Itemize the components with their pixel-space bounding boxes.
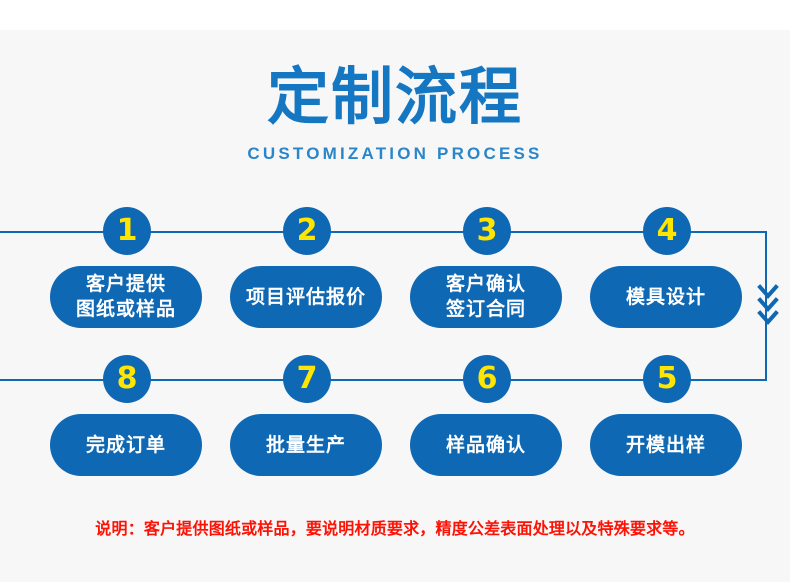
- step-card-5[interactable]: 开模出样: [590, 414, 742, 476]
- row1-connector-line: [0, 231, 767, 233]
- step-card-7[interactable]: 批量生产: [230, 414, 382, 476]
- step-number-6[interactable]: 6: [463, 355, 511, 403]
- step-card-1[interactable]: 客户提供 图纸或样品: [50, 266, 202, 328]
- step-card-8[interactable]: 完成订单: [50, 414, 202, 476]
- step-card-2[interactable]: 项目评估报价: [230, 266, 382, 328]
- step-number-4[interactable]: 4: [643, 207, 691, 255]
- row2-connector-line: [0, 379, 767, 381]
- header-block: 定制流程 CUSTOMIZATION PROCESS: [0, 62, 790, 164]
- step-card-3[interactable]: 客户确认 签订合同: [410, 266, 562, 328]
- double-chevron-down-icon: [757, 283, 779, 331]
- step-number-1[interactable]: 1: [103, 207, 151, 255]
- step-number-3[interactable]: 3: [463, 207, 511, 255]
- step-card-4[interactable]: 模具设计: [590, 266, 742, 328]
- step-number-2[interactable]: 2: [283, 207, 331, 255]
- page-subtitle: CUSTOMIZATION PROCESS: [247, 144, 543, 163]
- footer-note: 说明：客户提供图纸或样品，要说明材质要求，精度公差表面处理以及特殊要求等。: [95, 519, 695, 538]
- step-number-8[interactable]: 8: [103, 355, 151, 403]
- step-number-7[interactable]: 7: [283, 355, 331, 403]
- step-card-6[interactable]: 样品确认: [410, 414, 562, 476]
- page-title: 定制流程: [266, 60, 523, 133]
- step-number-5[interactable]: 5: [643, 355, 691, 403]
